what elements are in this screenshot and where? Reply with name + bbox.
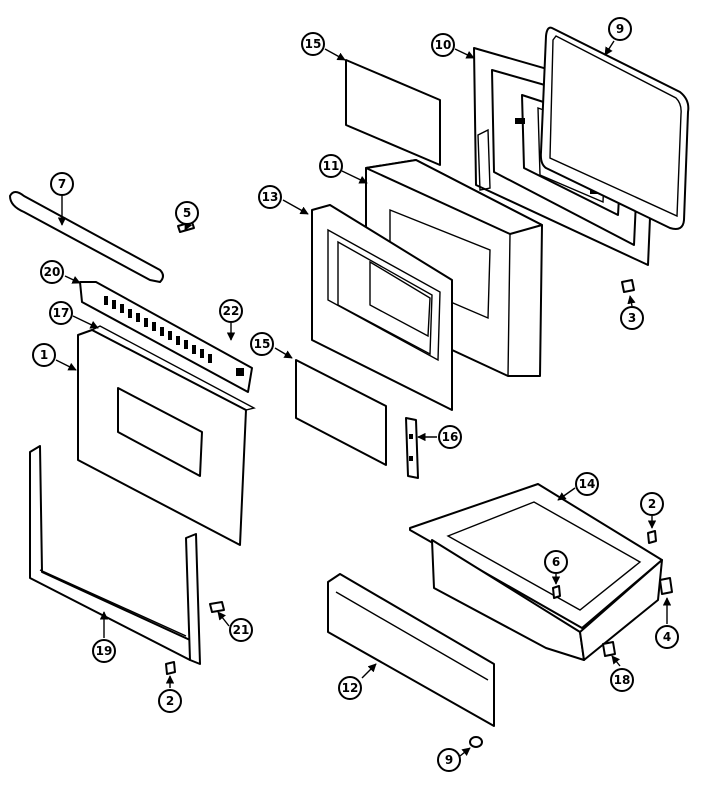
callout-label: 7 bbox=[58, 177, 66, 191]
callout-9-bottom: 9 bbox=[437, 748, 461, 772]
callout-label: 2 bbox=[648, 497, 656, 511]
drawer-clip bbox=[659, 577, 673, 595]
leader-lines bbox=[55, 40, 672, 757]
callout-14: 14 bbox=[575, 472, 599, 496]
callout-22: 22 bbox=[219, 299, 243, 323]
door-gasket bbox=[539, 26, 690, 230]
callout-label: 21 bbox=[233, 623, 250, 637]
callout-11: 11 bbox=[319, 154, 343, 178]
door-frame-bracket bbox=[29, 445, 201, 665]
screw-left bbox=[165, 661, 176, 675]
callout-15-top: 15 bbox=[301, 32, 325, 56]
callout-3: 3 bbox=[620, 306, 644, 330]
drawer-screw bbox=[552, 585, 561, 599]
storage-drawer-pan bbox=[409, 483, 663, 661]
callout-label: 15 bbox=[305, 37, 322, 51]
callout-16: 16 bbox=[438, 425, 462, 449]
callout-5: 5 bbox=[175, 201, 199, 225]
callout-10: 10 bbox=[431, 33, 455, 57]
callout-label: 19 bbox=[96, 644, 113, 658]
callout-label: 14 bbox=[579, 477, 596, 491]
callout-label: 3 bbox=[628, 311, 636, 325]
callout-18: 18 bbox=[610, 668, 634, 692]
callout-label: 20 bbox=[44, 265, 61, 279]
oven-door-glass-lower bbox=[295, 359, 387, 466]
callout-label: 17 bbox=[53, 306, 70, 320]
callout-19: 19 bbox=[92, 639, 116, 663]
callout-1: 1 bbox=[32, 343, 56, 367]
callout-label: 9 bbox=[445, 753, 453, 767]
callout-label: 15 bbox=[254, 337, 271, 351]
callout-4: 4 bbox=[655, 625, 679, 649]
drawer-bumper bbox=[469, 736, 483, 748]
callout-9-top: 9 bbox=[608, 17, 632, 41]
callout-label: 1 bbox=[40, 348, 48, 362]
callout-label: 12 bbox=[342, 681, 359, 695]
callout-label: 16 bbox=[442, 430, 459, 444]
callout-15-lower: 15 bbox=[250, 332, 274, 356]
drawer-glide-clip bbox=[602, 641, 616, 657]
callout-13: 13 bbox=[258, 185, 282, 209]
oven-door-handle bbox=[9, 191, 164, 283]
door-inner-panel bbox=[311, 204, 453, 411]
callout-12: 12 bbox=[338, 676, 362, 700]
drawer-front-panel bbox=[327, 573, 495, 727]
oven-door-outer-panel bbox=[77, 325, 256, 546]
callout-2-left: 2 bbox=[158, 689, 182, 713]
callout-label: 9 bbox=[616, 22, 624, 36]
callout-label: 5 bbox=[183, 206, 191, 220]
door-hinge bbox=[405, 417, 419, 479]
vent-trim bbox=[79, 281, 253, 393]
callout-label: 10 bbox=[435, 38, 452, 52]
callout-label: 2 bbox=[166, 694, 174, 708]
callout-label: 6 bbox=[552, 555, 560, 569]
callout-label: 22 bbox=[223, 304, 240, 318]
callout-21: 21 bbox=[229, 618, 253, 642]
callout-2-right: 2 bbox=[640, 492, 664, 516]
callout-label: 18 bbox=[614, 673, 631, 687]
frame-screw bbox=[209, 601, 225, 613]
callout-label: 11 bbox=[323, 159, 340, 173]
door-clip bbox=[621, 279, 635, 293]
callout-6: 6 bbox=[544, 550, 568, 574]
oven-door-glass-upper bbox=[345, 59, 441, 166]
screw-right bbox=[647, 530, 657, 544]
callout-label: 13 bbox=[262, 190, 279, 204]
callout-17: 17 bbox=[49, 301, 73, 325]
callout-label: 4 bbox=[663, 630, 671, 644]
callout-20: 20 bbox=[40, 260, 64, 284]
callout-7: 7 bbox=[50, 172, 74, 196]
